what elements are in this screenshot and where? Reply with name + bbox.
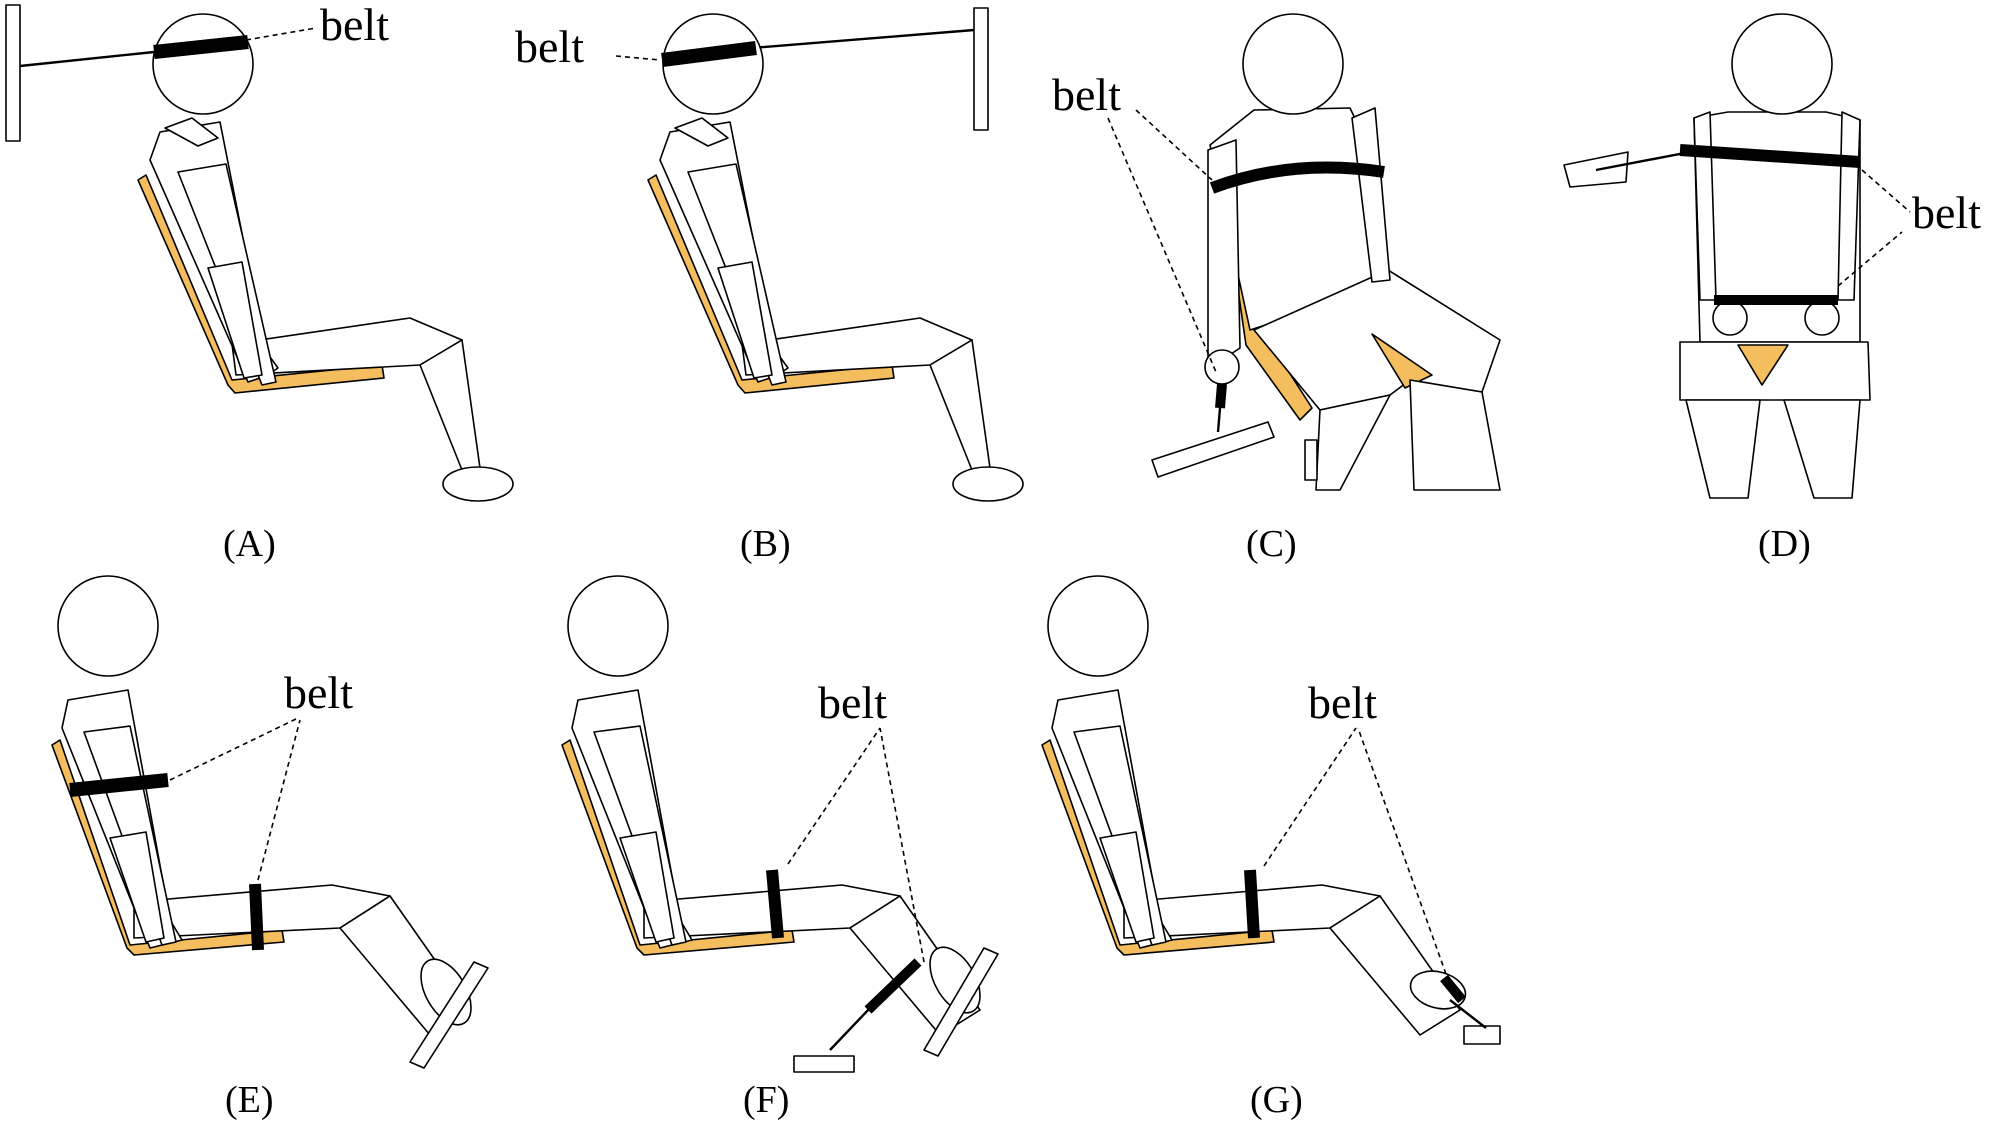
panel-f: belt (F) — [561, 575, 999, 1121]
wall-anchor-b — [973, 7, 989, 131]
caption-f: (F) — [743, 1079, 789, 1121]
floor-bar-c — [1151, 421, 1275, 478]
belt-tether-b — [751, 28, 975, 50]
thigh-belt-e — [249, 883, 264, 951]
chest-belt-d — [1679, 144, 1861, 168]
caption-d: (D) — [1758, 523, 1811, 565]
thigh-belt-g — [1244, 869, 1260, 939]
ankle-belt-f — [864, 958, 922, 1014]
belt-tether-a — [19, 50, 155, 68]
leader-line-c1 — [1135, 109, 1213, 181]
belt-tether-d — [1595, 150, 1691, 172]
panel-d: belt (D) — [1563, 13, 1981, 565]
leader-line-g2 — [1357, 727, 1447, 975]
floor-anchor-g — [1463, 1025, 1501, 1045]
leader-line-d1 — [1861, 169, 1911, 213]
leader-line-g1 — [1263, 727, 1357, 867]
caption-c: (C) — [1246, 523, 1297, 565]
chest-belt-c — [1209, 161, 1385, 194]
belt-label-f: belt — [818, 677, 887, 728]
belt-label-a: belt — [320, 0, 389, 50]
caption-a: (A) — [223, 523, 276, 565]
caption-e: (E) — [225, 1079, 274, 1121]
leader-line-a — [245, 27, 317, 41]
leader-line-f1 — [787, 727, 881, 865]
belt-label-c: belt — [1052, 69, 1121, 120]
belt-label-e: belt — [284, 667, 353, 718]
panel-a: belt (A) — [5, 0, 514, 565]
belt-label-b: belt — [515, 21, 584, 72]
belt-tether-g — [1449, 999, 1487, 1029]
belt-label-d: belt — [1912, 187, 1981, 238]
panel-c: belt (C) — [1052, 13, 1501, 565]
caption-b: (B) — [740, 523, 791, 565]
floor-post-c — [1304, 439, 1318, 481]
belt-tether-f — [829, 1007, 871, 1051]
leader-line-b — [615, 55, 661, 61]
panel-g: belt (G) — [1041, 575, 1501, 1121]
leader-line-c2 — [1107, 117, 1217, 373]
head-belt-a — [153, 35, 249, 59]
belt-label-g: belt — [1308, 677, 1377, 728]
floor-anchor-f — [793, 1055, 855, 1073]
foot-plate-e — [409, 961, 489, 1069]
ankle-belt-g — [1440, 974, 1466, 1004]
wrist-belt-c — [1215, 383, 1227, 409]
leader-line-f2 — [879, 727, 925, 963]
leader-line-e1 — [169, 717, 299, 781]
head-belt-b — [661, 41, 757, 67]
wall-anchor-a — [5, 4, 21, 142]
leader-line-d2 — [1837, 231, 1903, 287]
panel-b: belt (B) — [515, 7, 1024, 565]
chest-belt-e — [69, 773, 169, 797]
foot-plate-f — [923, 947, 999, 1057]
thigh-belt-f — [766, 869, 784, 939]
leader-line-e2 — [257, 719, 301, 881]
caption-g: (G) — [1250, 1079, 1303, 1121]
panel-e: belt (E) — [51, 575, 489, 1121]
